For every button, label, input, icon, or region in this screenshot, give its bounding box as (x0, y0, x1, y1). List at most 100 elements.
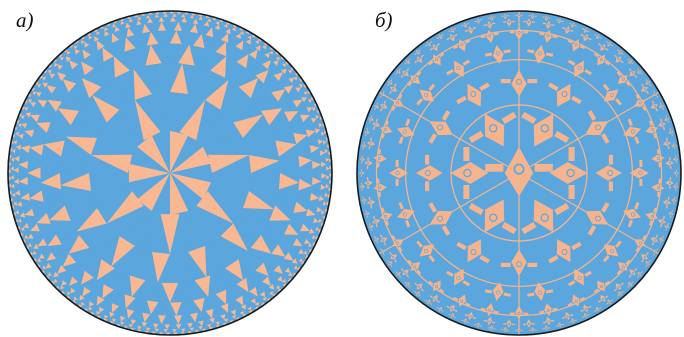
motif-figure (464, 26, 477, 35)
panel-a-disk (7, 10, 333, 336)
tile-triangle (20, 115, 25, 120)
tile-triangle (119, 210, 152, 252)
tile-triangle (74, 45, 78, 50)
motif-figure (446, 59, 471, 77)
tile-triangle (47, 269, 54, 275)
tile-triangle (68, 46, 73, 51)
tile-triangle (128, 173, 170, 200)
tile-triangle (51, 249, 66, 262)
tile-triangle (15, 209, 20, 215)
tile-triangle (302, 256, 307, 260)
tile-triangle (154, 328, 159, 332)
tile-triangle (137, 135, 170, 173)
motif-figure (657, 215, 666, 228)
tile-triangle (322, 206, 327, 211)
tile-triangle (19, 151, 29, 161)
tile-triangle (213, 241, 239, 273)
tile-triangle (309, 135, 319, 144)
tile-triangle (253, 40, 259, 47)
tile-triangle (315, 115, 320, 120)
motif-figure (634, 234, 647, 252)
tile-triangle (246, 125, 278, 149)
tile-triangle (13, 140, 18, 145)
motif-figure (523, 18, 535, 27)
tile-triangle (203, 325, 208, 330)
tile-triangle (304, 219, 315, 227)
tile-triangle (273, 72, 283, 81)
tile-triangle (133, 69, 152, 100)
motif-figure (448, 27, 457, 34)
tile-triangle (320, 209, 325, 215)
tile-triangle (326, 179, 330, 185)
tile-triangle (245, 42, 255, 53)
motif-figure (561, 26, 574, 35)
tile-triangle (282, 278, 286, 283)
tile-triangle (68, 50, 74, 57)
tile-triangle (298, 234, 309, 243)
tile-triangle (83, 36, 87, 41)
tile-triangle (157, 302, 170, 316)
tile-triangle (189, 15, 194, 19)
tile-triangle (15, 196, 21, 203)
tile-triangle (318, 123, 322, 128)
motif-figure (400, 268, 410, 278)
tile-triangle (318, 202, 324, 208)
motif-figure (480, 29, 499, 43)
tile-triangle (28, 242, 33, 247)
tile-triangle (209, 317, 215, 324)
motif-figure (658, 102, 665, 111)
motif-figure (668, 128, 674, 137)
tile-triangle (275, 282, 281, 288)
tile-triangle (68, 295, 73, 300)
tile-triangle (128, 146, 170, 173)
tile-triangle (152, 252, 170, 283)
tile-triangle (149, 14, 155, 18)
tile-triangle (298, 155, 312, 168)
tile-triangle (18, 177, 28, 185)
tile-triangle (141, 15, 146, 19)
tile-triangle (267, 74, 282, 88)
motif-figure (414, 54, 424, 64)
motif-figure (652, 90, 658, 98)
motif-figure (528, 326, 537, 333)
tile-triangle (149, 328, 155, 332)
tile-triangle (25, 119, 36, 127)
motif-figure (614, 54, 624, 64)
tile-triangle (111, 303, 120, 313)
tile-triangle (89, 173, 129, 209)
tile-triangle (37, 99, 48, 108)
tile-triangle (188, 210, 221, 252)
tile-triangle (38, 229, 54, 241)
tile-triangle (90, 32, 95, 37)
tile-triangle (304, 119, 315, 127)
motif-figure (372, 215, 381, 228)
tile-triangle (225, 28, 231, 35)
tile-triangle (88, 306, 93, 311)
tile-triangle (38, 263, 43, 268)
tile-triangle (204, 320, 211, 326)
motif-figure (597, 43, 609, 52)
motif-figure (645, 259, 651, 267)
motif-figure (555, 322, 564, 328)
tile-triangle (161, 282, 179, 303)
tile-triangle (27, 233, 34, 239)
tile-triangle (182, 314, 192, 324)
tile-triangle (185, 328, 191, 332)
tile-triangle (69, 276, 78, 286)
tile-triangle (266, 289, 272, 296)
tile-triangle (194, 15, 199, 19)
tile-triangle (24, 208, 35, 217)
tile-triangle (194, 275, 211, 297)
motif-figure (542, 316, 555, 326)
tile-triangle (158, 324, 165, 330)
tile-triangle (325, 188, 329, 194)
tile-triangle (164, 324, 170, 330)
tile-triangle (49, 75, 59, 85)
motif-figure (361, 196, 367, 205)
tile-triangle (98, 313, 103, 318)
tile-triangle (293, 265, 298, 269)
tile-triangle (199, 24, 208, 34)
motif-figure (379, 234, 388, 246)
motif-figure (389, 160, 409, 186)
tile-triangle (298, 248, 304, 254)
